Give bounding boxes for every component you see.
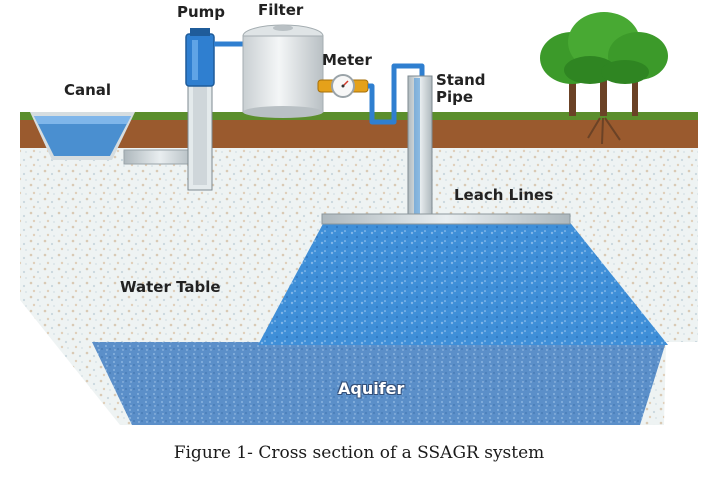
label-pump: Pump [177, 3, 226, 21]
aquifer-layer [92, 342, 666, 425]
pump-body [185, 33, 215, 87]
recharge-zone [258, 220, 668, 345]
label-water-table: Water Table [120, 278, 221, 296]
leach-line [321, 213, 571, 225]
label-leach-lines: Leach Lines [454, 186, 554, 204]
label-meter: Meter [322, 51, 372, 69]
grass-strip [20, 112, 698, 120]
figure-caption: Figure 1- Cross section of a SSAGR syste… [173, 443, 545, 463]
canal-pipe [123, 149, 197, 165]
meter-device [317, 74, 369, 98]
filter-tank [242, 35, 324, 113]
label-stand-pipe-line2: Pipe [436, 88, 474, 106]
canal-water [34, 116, 131, 156]
label-canal: Canal [64, 81, 112, 99]
label-aquifer: Aquifer [338, 379, 405, 398]
label-filter: Filter [258, 1, 304, 19]
trees [540, 12, 668, 145]
label-stand-pipe-line1: Stand [436, 71, 486, 89]
